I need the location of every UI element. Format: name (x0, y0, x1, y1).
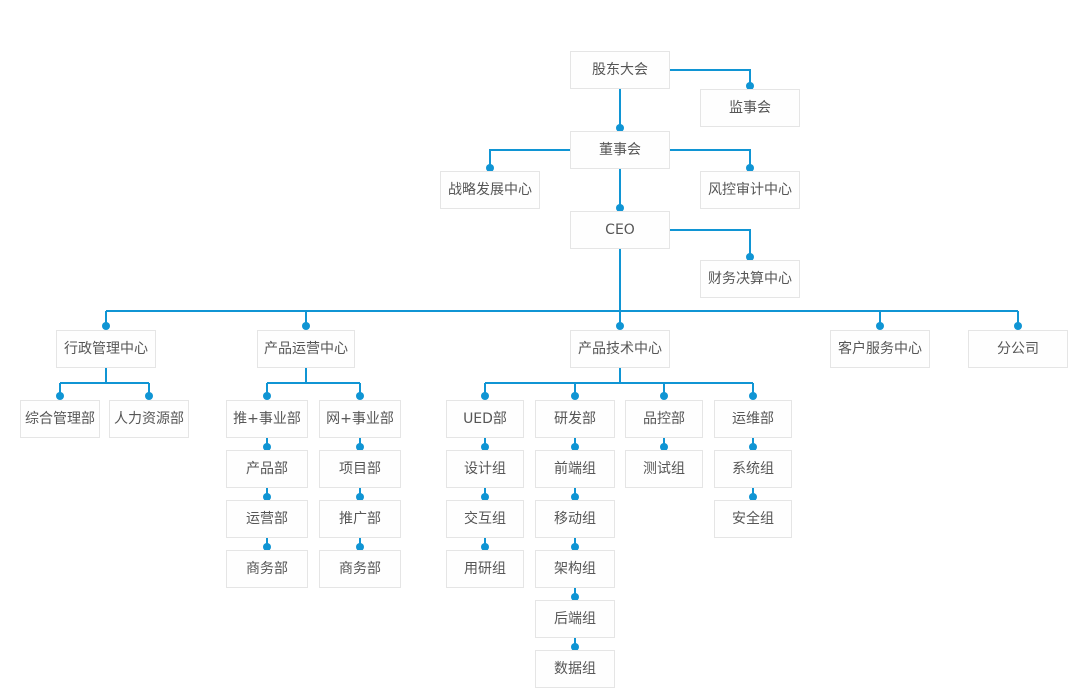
org-node-project-dept: 项目部 (319, 450, 401, 488)
org-node-admin-center: 行政管理中心 (56, 330, 156, 368)
org-node-hr-dept: 人力资源部 (109, 400, 189, 438)
org-node-product-tech-center: 产品技术中心 (570, 330, 670, 368)
org-node-ops-dept: 运维部 (714, 400, 792, 438)
org-node-design-group: 设计组 (446, 450, 524, 488)
connector-dots (56, 82, 1022, 651)
org-node-wang-division: 网+事业部 (319, 400, 401, 438)
org-node-qc-dept: 品控部 (625, 400, 703, 438)
org-node-shareholders: 股东大会 (570, 51, 670, 89)
org-node-architecture-group: 架构组 (535, 550, 615, 588)
org-node-business-dept-wang: 商务部 (319, 550, 401, 588)
org-node-finance-center: 财务决算中心 (700, 260, 800, 298)
org-node-product-dept: 产品部 (226, 450, 308, 488)
org-node-rd-dept: 研发部 (535, 400, 615, 438)
org-node-board-of-directors: 董事会 (570, 131, 670, 169)
org-node-user-research-group: 用研组 (446, 550, 524, 588)
org-node-interaction-group: 交互组 (446, 500, 524, 538)
org-node-risk-audit-center: 风控审计中心 (700, 171, 800, 209)
org-node-testing-group: 测试组 (625, 450, 703, 488)
org-node-promotion-dept: 推广部 (319, 500, 401, 538)
org-node-backend-group: 后端组 (535, 600, 615, 638)
org-node-business-dept-tui: 商务部 (226, 550, 308, 588)
org-node-strategy-center: 战略发展中心 (440, 171, 540, 209)
org-node-ceo: CEO (570, 211, 670, 249)
org-node-branch-company: 分公司 (968, 330, 1068, 368)
org-node-mobile-group: 移动组 (535, 500, 615, 538)
org-node-ued-dept: UED部 (446, 400, 524, 438)
org-node-customer-service-center: 客户服务中心 (830, 330, 930, 368)
org-node-operations-dept: 运营部 (226, 500, 308, 538)
org-node-product-ops-center: 产品运营中心 (257, 330, 355, 368)
org-node-data-group: 数据组 (535, 650, 615, 688)
org-node-system-group: 系统组 (714, 450, 792, 488)
org-node-general-admin-dept: 综合管理部 (20, 400, 100, 438)
org-node-security-group: 安全组 (714, 500, 792, 538)
org-node-frontend-group: 前端组 (535, 450, 615, 488)
org-node-tui-division: 推+事业部 (226, 400, 308, 438)
org-node-supervisory-board: 监事会 (700, 89, 800, 127)
